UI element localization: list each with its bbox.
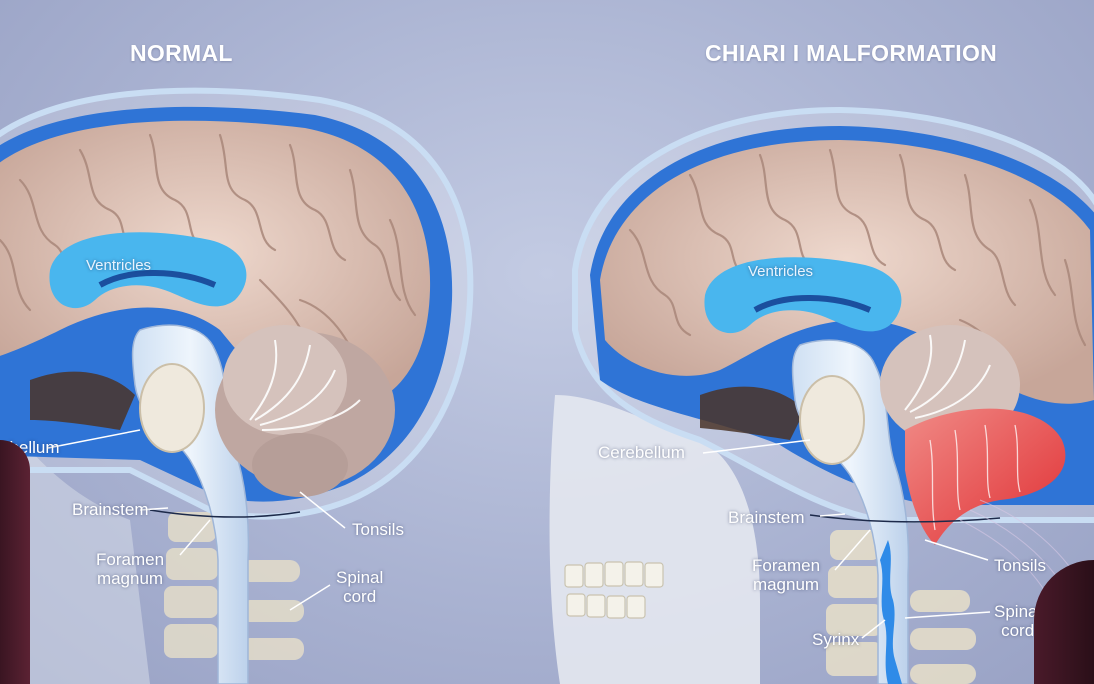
vertebrae-column [164, 512, 304, 660]
spinal-line2: cord [343, 587, 377, 606]
label-syrinx: Syrinx [812, 630, 860, 649]
sinus-region-chiari [700, 386, 805, 440]
leader-lines [47, 429, 346, 611]
foramen-magnum-line [149, 509, 301, 518]
label-brainstem-chiari: Brainstem [728, 508, 805, 527]
leader-lines-chiari [702, 439, 991, 639]
syrinx-cavity [880, 540, 902, 684]
label-brainstem-normal: Brainstem [72, 500, 149, 519]
label-foramen-magnum-chiari: Foramen magnum [752, 556, 820, 594]
label-spinal-cord-chiari: Spinal cord [994, 602, 1041, 640]
cerebellum [215, 325, 395, 497]
foramen-magnum-line-chiari [809, 514, 1001, 523]
pons [139, 363, 205, 453]
label-spinal-cord-normal: Spinal cord [336, 568, 383, 606]
herniated-tonsils [905, 408, 1066, 545]
normal-tonsils-shape [252, 433, 348, 497]
label-ventricles-chiari: Ventricles [748, 263, 814, 280]
foramen-line1: Foramen [96, 550, 165, 569]
label-foramen-magnum-normal: Foramen magnum [96, 550, 164, 588]
label-ventricles-normal: Ventricles [86, 257, 152, 274]
pons-chiari [799, 375, 865, 465]
spinal-line2-chiari: cord [1001, 621, 1035, 640]
teeth [564, 561, 664, 619]
corpus-callosum-chiari [753, 295, 872, 313]
skull-jaw-shape [0, 413, 150, 684]
cerebellum-chiari [880, 325, 1066, 545]
presenter-silhouette-left [0, 440, 30, 684]
spinal-line1-chiari: Spinal [994, 602, 1042, 621]
label-cerebellum-chiari: Cerebellum [598, 443, 685, 462]
corpus-callosum [98, 270, 217, 288]
foramen-line2-chiari: magnum [752, 575, 820, 594]
normal-brain-diagram [0, 87, 474, 684]
heading-normal: NORMAL [130, 40, 233, 66]
heading-chiari: CHIARI I MALFORMATION [705, 40, 998, 66]
foramen-line1-chiari: Foramen [752, 556, 821, 575]
label-tonsils-chiari: Tonsils [994, 556, 1046, 575]
foramen-line2: magnum [96, 569, 164, 588]
vertebrae-column-chiari [826, 530, 976, 684]
spinal-line1: Spinal [336, 568, 384, 587]
chiari-brain-diagram [549, 106, 1094, 684]
sinus-region [30, 371, 135, 430]
label-tonsils-normal: Tonsils [352, 520, 404, 539]
